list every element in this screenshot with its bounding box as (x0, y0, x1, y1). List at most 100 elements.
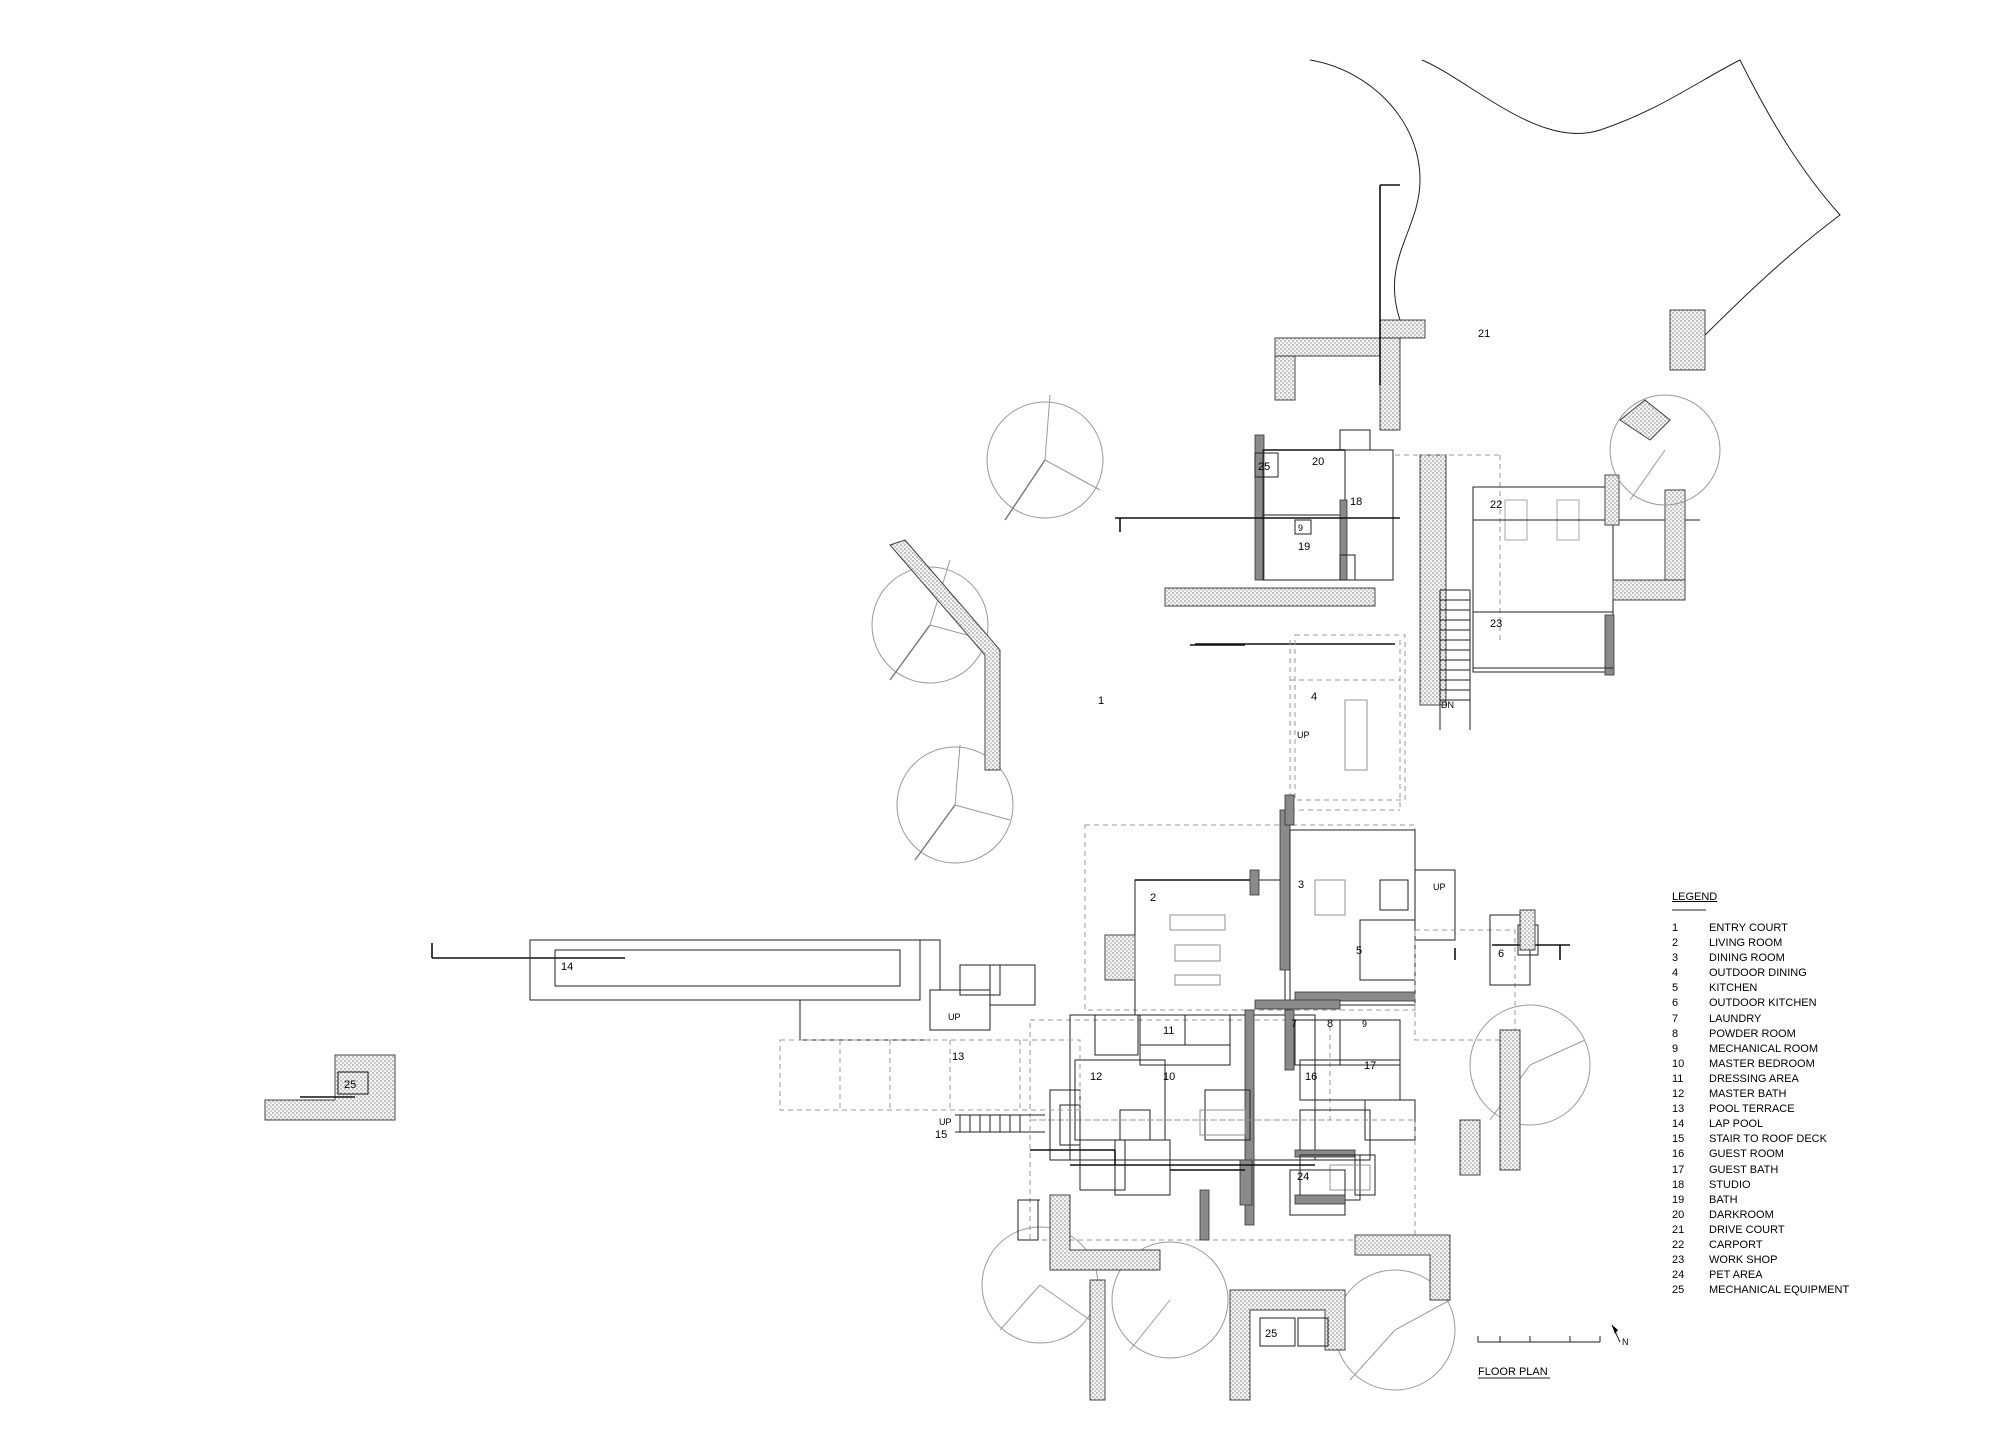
label-16: 16 (1305, 1071, 1317, 1083)
outdoor-dining-area (1294, 634, 1406, 801)
label-7: 7 (1291, 1018, 1297, 1030)
legend-item-name: MECHANICAL EQUIPMENT (1709, 1284, 1850, 1297)
legend-item-number: 21 (1672, 1223, 1685, 1236)
legend-item-number: 10 (1672, 1057, 1685, 1070)
legend-item-number: 13 (1672, 1103, 1685, 1116)
legend-item-number: 22 (1672, 1238, 1685, 1251)
legend-item: 2 LIVING ROOM (1672, 936, 1932, 951)
legend-item-number: 6 (1672, 997, 1679, 1010)
stair-up-marker: UP (1297, 730, 1310, 740)
label-5: 5 (1356, 945, 1362, 957)
mechanical-equipment-enclosures (264, 909, 1536, 1401)
label-25-pool: 25 (344, 1079, 356, 1091)
label-19: 19 (1298, 541, 1310, 553)
legend-item-number: 17 (1672, 1163, 1685, 1176)
legend-item: 7 LAUNDRY (1672, 1012, 1932, 1027)
studio-wing (1115, 184, 1501, 811)
label-23: 23 (1490, 618, 1502, 630)
legend-item-name: LAUNDRY (1709, 1012, 1762, 1025)
legend-title: LEGEND (1672, 891, 1718, 903)
legend-item-number: 1 (1672, 922, 1679, 934)
legend-item: 4 OUTDOOR DINING (1672, 966, 1932, 981)
legend-item-number: 5 (1672, 982, 1679, 995)
plan-title: FLOOR PLAN (1478, 1366, 1548, 1378)
legend-item-name: DINING ROOM (1709, 952, 1785, 965)
legend-item-number: 19 (1672, 1193, 1685, 1206)
stair-up-marker: UP (1433, 882, 1446, 892)
legend-item-number: 23 (1672, 1254, 1685, 1267)
legend-item-number: 2 (1672, 937, 1679, 950)
lap-pool (431, 939, 941, 1041)
legend-item-name: MASTER BEDROOM (1709, 1057, 1815, 1070)
legend-item-name: WORK SHOP (1709, 1254, 1778, 1267)
label-11: 11 (1163, 1025, 1174, 1037)
legend-item-name: LIVING ROOM (1709, 937, 1783, 950)
legend-item: 20 DARKROOM (1672, 1208, 1932, 1223)
legend-item-name: POOL TERRACE (1709, 1103, 1795, 1116)
legend-item-name: OUTDOOR DINING (1709, 967, 1807, 980)
label-18: 18 (1350, 496, 1362, 508)
stair-markers: UP UP UP DN UP (939, 700, 1454, 1127)
legend-item-name: DARKROOM (1709, 1208, 1774, 1221)
legend-item-number: 20 (1672, 1208, 1685, 1221)
label-6: 6 (1498, 948, 1504, 960)
legend-item: 25 MECHANICAL EQUIPMENT (1672, 1283, 1932, 1298)
scale-bar (1477, 1336, 1601, 1343)
label-10: 10 (1163, 1071, 1175, 1083)
legend-item: 17 GUEST BATH (1672, 1163, 1932, 1178)
legend-item-number: 14 (1672, 1118, 1685, 1131)
legend-item-name: ENTRY COURT (1709, 922, 1788, 934)
label-9-house: 9 (1362, 1019, 1367, 1029)
legend-item: 6 OUTDOOR KITCHEN (1672, 996, 1932, 1011)
legend-item-number: 7 (1672, 1012, 1679, 1025)
label-15: 15 (935, 1129, 947, 1141)
legend-item-name: GUEST BATH (1709, 1163, 1779, 1176)
legend-item-number: 11 (1672, 1072, 1684, 1085)
label-21: 21 (1478, 328, 1490, 340)
legend-item-name: DRIVE COURT (1709, 1223, 1785, 1236)
label-25-studio: 25 (1258, 461, 1270, 473)
label-14: 14 (561, 961, 573, 973)
stair-down-marker: DN (1441, 700, 1454, 710)
label-9-studio: 9 (1298, 523, 1303, 533)
legend-item-number: 4 (1672, 967, 1679, 980)
legend-item-name: GUEST ROOM (1709, 1148, 1784, 1161)
label-17: 17 (1364, 1060, 1376, 1072)
legend-item: 23 WORK SHOP (1672, 1253, 1932, 1268)
label-13: 13 (952, 1051, 964, 1063)
legend-item-name: STAIR TO ROOF DECK (1709, 1133, 1827, 1146)
label-4: 4 (1311, 691, 1317, 703)
label-8: 8 (1327, 1018, 1333, 1030)
label-12: 12 (1090, 1071, 1102, 1083)
legend-item-number: 16 (1672, 1148, 1685, 1161)
north-label: N (1622, 1337, 1629, 1347)
label-24: 24 (1297, 1171, 1309, 1183)
label-25-south: 25 (1265, 1328, 1277, 1340)
legend-item-name: POWDER ROOM (1709, 1027, 1796, 1040)
legend-item: 13 POOL TERRACE (1672, 1102, 1932, 1117)
legend-item: 16 GUEST ROOM (1672, 1147, 1932, 1162)
legend-item: 19 BATH (1672, 1193, 1932, 1208)
legend-item-name: BATH (1709, 1193, 1738, 1206)
label-22: 22 (1490, 499, 1502, 511)
legend-item: 21 DRIVE COURT (1672, 1223, 1932, 1238)
legend-item: 1 ENTRY COURT (1672, 921, 1932, 936)
main-house (1029, 794, 1570, 1241)
legend-item-name: OUTDOOR KITCHEN (1709, 997, 1817, 1010)
legend-item-name: MECHANICAL ROOM (1709, 1042, 1818, 1055)
label-20: 20 (1312, 456, 1324, 468)
room-labels: 21 22 23 20 25 18 19 9 1 4 2 3 5 6 14 25… (344, 328, 1504, 1340)
legend-item-number: 25 (1672, 1284, 1685, 1297)
label-2: 2 (1150, 892, 1156, 904)
label-1: 1 (1098, 695, 1104, 707)
